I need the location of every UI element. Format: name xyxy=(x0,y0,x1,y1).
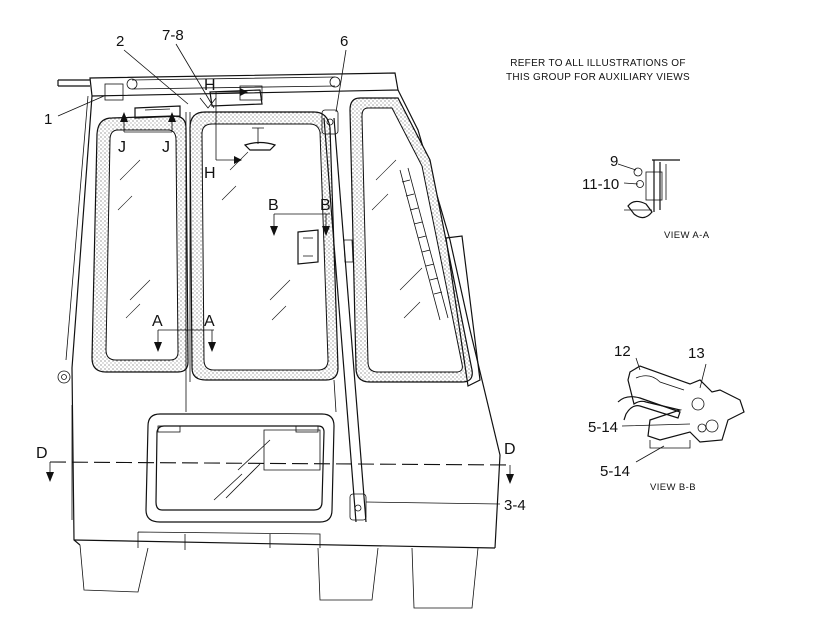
note-line-2: THIS GROUP FOR AUXILIARY VIEWS xyxy=(506,72,690,83)
callout-5-14-a: 5-14 xyxy=(588,419,618,436)
callout-13: 13 xyxy=(688,345,705,362)
section-a-right: A xyxy=(204,313,215,330)
center-window xyxy=(104,83,339,382)
view-aa-detail xyxy=(617,159,680,219)
callout-2: 2 xyxy=(116,33,124,50)
callout-12: 12 xyxy=(614,343,631,360)
callout-1: 1 xyxy=(44,111,52,128)
callout-3-4: 3-4 xyxy=(504,497,526,514)
callout-6: 6 xyxy=(340,33,348,50)
view-bb-label: VIEW B-B xyxy=(650,482,696,493)
callout-7-8: 7-8 xyxy=(162,27,184,44)
section-j-left: J xyxy=(118,139,126,156)
callout-5-14-b: 5-14 xyxy=(600,463,630,480)
section-h-top: H xyxy=(204,77,216,94)
callout-11-10: 11-10 xyxy=(582,176,619,193)
section-d-left: D xyxy=(36,445,48,462)
right-window xyxy=(349,97,481,387)
section-j-right: J xyxy=(162,139,170,156)
section-a-left: A xyxy=(152,313,163,330)
text-labels: REFER TO ALL ILLUSTRATIONS OF THIS GROUP… xyxy=(36,27,710,514)
section-b-right: B xyxy=(320,197,331,214)
leader-lines xyxy=(57,43,501,505)
callout-9: 9 xyxy=(610,153,618,170)
section-b-left: B xyxy=(268,197,279,214)
section-d-right: D xyxy=(504,441,516,458)
section-h-bottom: H xyxy=(204,165,216,182)
grab-handle xyxy=(321,109,367,523)
left-window xyxy=(91,105,189,373)
note-line-1: REFER TO ALL ILLUSTRATIONS OF xyxy=(510,58,686,69)
view-bb-detail xyxy=(617,357,745,463)
door-lower-panel xyxy=(145,379,337,523)
section-lines xyxy=(46,88,514,484)
view-aa-label: VIEW A-A xyxy=(664,230,710,241)
